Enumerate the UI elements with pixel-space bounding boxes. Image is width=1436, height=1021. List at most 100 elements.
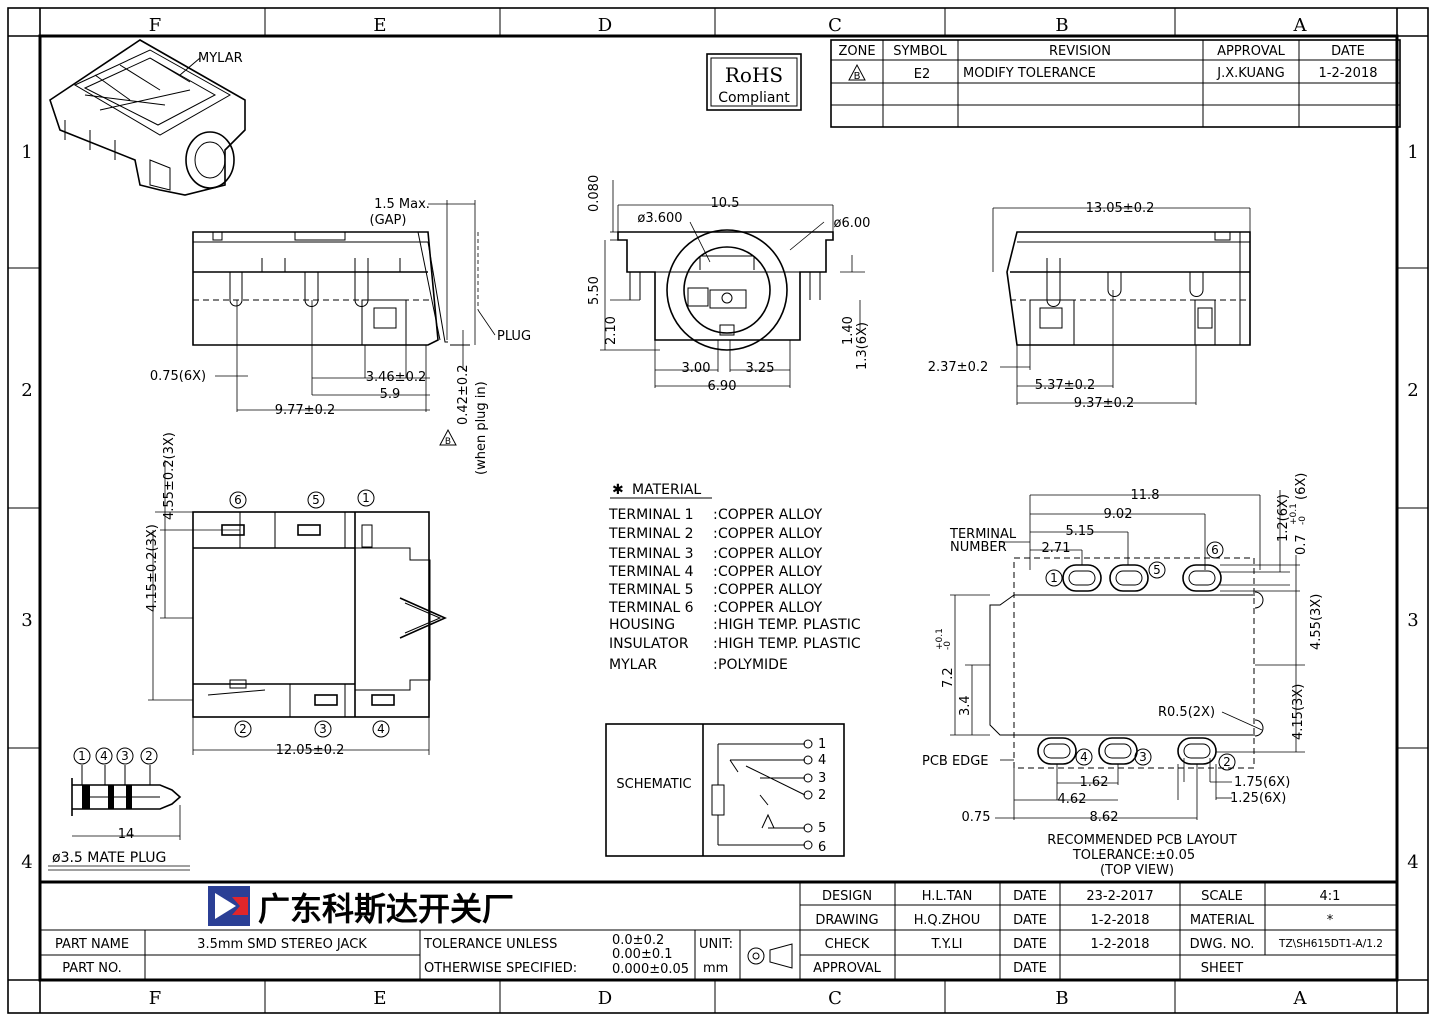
schematic: SCHEMATIC 1 4 3 2 5 6 — [605, 723, 845, 857]
pcb-dim-902: 9.02 — [1104, 507, 1133, 522]
scale-label: SCALE — [1201, 889, 1243, 904]
zone-labels-right: 1 2 3 4 — [1407, 142, 1418, 873]
top-pin-3: 3 — [319, 722, 327, 736]
material-item-name: TERMINAL 6 — [608, 600, 694, 616]
plug-pin-4: 4 — [100, 749, 108, 763]
material-item-value: HIGH TEMP. PLASTIC — [718, 636, 861, 652]
isometric-view: MYLAR — [49, 39, 246, 196]
plug-title: ø3.5 MATE PLUG — [52, 850, 166, 866]
sch-pin-2: 2 — [818, 788, 826, 803]
design-value: H.L.TAN — [922, 889, 973, 904]
unit-value: mm — [703, 961, 728, 976]
pcb-dim-72: 7.2 — [941, 667, 956, 688]
zone-col-f-bottom: F — [149, 988, 162, 1009]
right-dim-537: 5.37±0.2 — [1035, 378, 1096, 393]
side-view-left: 1.5 Max. (GAP) PLUG 0.75(6X) 3.46±0.2 5.… — [150, 197, 531, 475]
design-date: 23-2-2017 — [1086, 889, 1153, 904]
zone-col-d: D — [598, 15, 612, 36]
material-item-value: COPPER ALLOY — [718, 526, 823, 542]
pcb-dim-07: 0.7 — [1294, 534, 1309, 555]
left-dim-59: 5.9 — [380, 387, 401, 402]
pcb-dim-07-minus: -0 — [1298, 516, 1308, 525]
pcb-dim-515: 5.15 — [1066, 524, 1095, 539]
material-title: MATERIAL — [632, 482, 701, 498]
tolerance-value-3: 0.000±0.05 — [612, 962, 689, 977]
left-dim-346: 3.46±0.2 — [366, 370, 427, 385]
iso-mylar-label: MYLAR — [198, 51, 243, 66]
material-item-name: TERMINAL 5 — [608, 582, 694, 598]
pcb-terminal-label: TERMINAL — [949, 527, 1017, 542]
zone-labels-bottom: F E D C B A — [149, 988, 1308, 1009]
material-item-value: COPPER ALLOY — [718, 507, 823, 523]
plug-pin-3: 3 — [121, 749, 129, 763]
top-dim-415: 4.15±0.2(3X) — [145, 524, 160, 612]
zone-labels-top: F E D C B A — [149, 15, 1308, 36]
check-value: T.Y.LI — [930, 937, 962, 952]
pcb-dim-12: 1.2(6X) — [1276, 494, 1291, 542]
pcb-caption: RECOMMENDED PCB LAYOUT — [1047, 833, 1237, 848]
pcb-tolerance: TOLERANCE:±0.05 — [1072, 848, 1195, 863]
drawing-frame — [7, 7, 1429, 1014]
zone-col-a: A — [1293, 15, 1308, 36]
material-colon: : — [713, 657, 718, 673]
pcb-edge-label: PCB EDGE — [922, 754, 988, 769]
zone-col-c-bottom: C — [828, 988, 842, 1009]
check-date: 1-2-2018 — [1090, 937, 1149, 952]
material-colon: : — [713, 564, 718, 580]
zone-row-1-right: 1 — [1407, 142, 1418, 163]
tolerance-label: TOLERANCE UNLESS — [423, 937, 557, 952]
top-pin-6: 6 — [234, 493, 242, 507]
front-dim-105: 10.5 — [711, 196, 740, 211]
part-name-value: 3.5mm SMD STEREO JACK — [197, 937, 367, 952]
top-view: 6 5 1 2 3 4 4.55±0.2(3X) 4.15±0.2(3X) 12… — [145, 432, 447, 758]
front-dim-325: 3.25 — [746, 361, 775, 376]
pcb-pin-3: 3 — [1139, 750, 1147, 764]
top-pin-2: 2 — [239, 722, 247, 736]
pcb-dim-118: 11.8 — [1131, 488, 1160, 503]
front-dim-13: 1.3(6X) — [855, 322, 870, 370]
material-asterisk-icon: ✱ — [612, 482, 624, 498]
plug-pin-1: 1 — [78, 749, 86, 763]
sheet-label: SHEET — [1201, 961, 1243, 976]
pcb-number-label: NUMBER — [950, 540, 1007, 555]
revision-triangle-icon — [848, 63, 866, 81]
pcb-dim-125: 1.25(6X) — [1230, 791, 1286, 806]
pcb-pin-1: 1 — [1050, 571, 1058, 585]
pcb-dim-175: 1.75(6X) — [1234, 775, 1290, 790]
material-item-name: TERMINAL 3 — [608, 546, 694, 562]
right-dim-1305: 13.05±0.2 — [1086, 201, 1155, 216]
material-colon: : — [713, 582, 718, 598]
material-item-value: COPPER ALLOY — [718, 546, 823, 562]
rev-row-symbol: E2 — [914, 67, 931, 82]
material-item-value: HIGH TEMP. PLASTIC — [718, 617, 861, 633]
left-gap-dim: 1.5 Max. — [374, 197, 430, 212]
pcb-dim-162: 1.62 — [1080, 775, 1109, 790]
rev-row-zone: B — [854, 71, 861, 82]
rev-header-zone: ZONE — [838, 44, 875, 59]
sch-pin-1: 1 — [818, 737, 826, 752]
company-logo-icon — [208, 886, 250, 926]
pcb-pin-4: 4 — [1080, 750, 1088, 764]
zone-row-2: 2 — [21, 380, 32, 401]
zone-col-e-bottom: E — [373, 988, 386, 1009]
top-pin-5: 5 — [312, 493, 320, 507]
drawing-date-label: DATE — [1013, 913, 1047, 928]
check-label: CHECK — [825, 937, 870, 952]
revision-table: ZONE SYMBOL REVISION APPROVAL DATE B E2 … — [830, 39, 1401, 128]
rev-header-approval: APPROVAL — [1217, 44, 1286, 59]
zone-col-b: B — [1055, 15, 1068, 36]
left-revision-triangle-icon — [439, 428, 457, 446]
zone-col-e: E — [373, 15, 386, 36]
scale-value: 4:1 — [1320, 889, 1341, 904]
front-view: 10.5 ø3.600 ø6.00 0.080 5.50 2.10 1.40 1… — [587, 175, 870, 394]
zone-row-2-right: 2 — [1407, 380, 1418, 401]
left-rev-letter: B — [445, 437, 451, 447]
projection-symbol-icon — [747, 943, 793, 969]
zone-row-3: 3 — [21, 610, 32, 631]
zone-labels-left: 1 2 3 4 — [21, 142, 32, 873]
rohs-mark: RoHS Compliant — [706, 53, 802, 111]
material-item-name: TERMINAL 2 — [608, 526, 694, 542]
drawing-label: DRAWING — [815, 913, 878, 928]
material-item-name: HOUSING — [609, 617, 675, 633]
